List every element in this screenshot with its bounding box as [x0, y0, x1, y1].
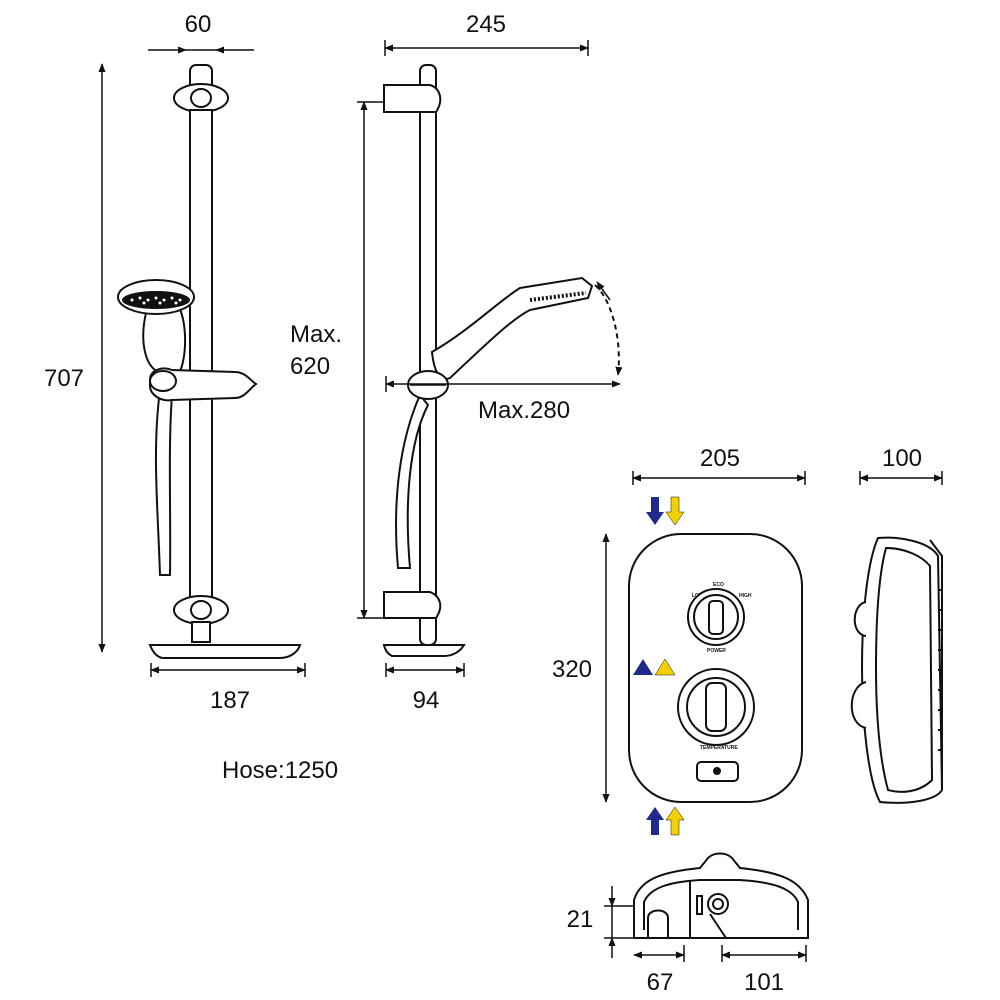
soap-dish-side	[382, 644, 466, 657]
power-control: LOW ECO HIGH POWER	[687, 582, 752, 654]
hot-outlet-arrow-icon	[665, 496, 685, 526]
label-eco: ECO	[713, 582, 724, 588]
dim-max-height: Max. 620	[290, 101, 384, 619]
power-button-icon	[713, 767, 721, 775]
dim-base-offset-left: 67	[633, 945, 685, 996]
dim-max-reach: Max.280	[385, 376, 621, 424]
dim-rail-height-label: 707	[44, 365, 84, 392]
side-power-knob	[853, 601, 867, 637]
dim-unit-height-label: 320	[552, 656, 592, 683]
base-inlet-port	[707, 893, 729, 915]
hot-triangle-icon	[654, 658, 676, 676]
handset-holder	[142, 304, 187, 373]
dim-rail-height: 707	[44, 63, 106, 653]
cold-triangle-icon	[633, 659, 653, 675]
soap-dish-front	[148, 644, 302, 659]
dim-unit-width: 205	[632, 445, 806, 485]
hose	[154, 388, 174, 576]
dim-rail-width-label: 60	[185, 11, 212, 38]
hose-length-label: Hose:1250	[222, 757, 338, 784]
dim-max-height-label-1: Max.	[290, 321, 342, 348]
shower-unit-base	[633, 852, 809, 939]
side-temperature-knob	[850, 681, 867, 729]
dim-base-height-label: 21	[567, 906, 594, 933]
rail-side-view	[382, 64, 623, 657]
dim-base-offset-right-label: 101	[744, 969, 784, 996]
label-temperature: TEMPERATURE	[700, 745, 738, 751]
rail-front-view	[117, 64, 302, 659]
rail-tube	[189, 109, 213, 601]
dim-unit-depth: 100	[859, 445, 943, 485]
dim-soap-dish-depth-label: 94	[413, 687, 440, 714]
dim-unit-width-label: 205	[700, 445, 740, 472]
dim-base-offset-left-label: 67	[647, 969, 674, 996]
upper-bracket-side	[383, 84, 442, 113]
dim-soap-dish-width-label: 187	[210, 687, 250, 714]
cold-inlet-arrow-icon	[646, 807, 664, 835]
rail-slider	[149, 367, 258, 402]
dim-base-offset-right: 101	[721, 945, 807, 996]
shower-unit-side	[850, 536, 944, 804]
unit-body	[628, 533, 803, 803]
dim-unit-height: 320	[552, 533, 610, 803]
dim-unit-depth-label: 100	[882, 445, 922, 472]
dim-max-height-label-2: 620	[290, 353, 330, 380]
dim-rail-depth: 245	[384, 11, 589, 56]
shower-unit-front: LOW ECO HIGH POWER TEMPERATURE	[628, 496, 803, 836]
label-power: POWER	[707, 648, 726, 654]
temperature-control: TEMPERATURE	[677, 668, 755, 751]
lower-bracket-side	[383, 591, 442, 619]
dim-base-height: 21	[567, 886, 634, 958]
label-high: HIGH	[739, 593, 752, 599]
hot-inlet-arrow-icon	[665, 806, 685, 836]
dim-rail-width: 60	[148, 11, 254, 54]
shower-head-side	[430, 276, 594, 380]
dim-soap-dish-width: 187	[150, 663, 306, 714]
dim-rail-depth-label: 245	[466, 11, 506, 38]
dim-max-reach-label: Max.280	[478, 397, 570, 424]
hose-side	[395, 393, 430, 569]
cold-outlet-arrow-icon	[646, 497, 664, 525]
dim-soap-dish-depth: 94	[385, 663, 465, 714]
